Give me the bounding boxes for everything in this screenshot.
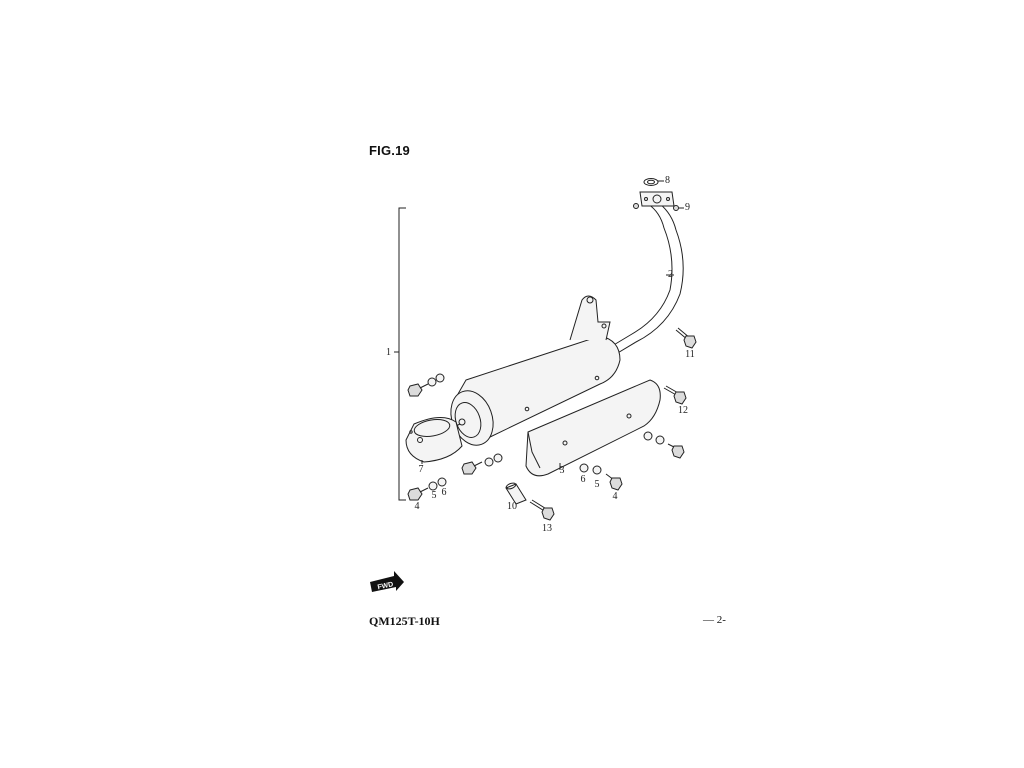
hardware-set-shield-right <box>643 431 685 459</box>
bolt-12 <box>663 385 687 405</box>
callout-12: 12 <box>678 405 688 416</box>
fwd-label: FWD <box>377 581 394 591</box>
callout-1: 1 <box>386 347 391 358</box>
callout-6-right: 6 <box>580 474 586 485</box>
nuts-9 <box>633 203 684 211</box>
muffler-body-1 <box>394 295 621 446</box>
callout-11: 11 <box>685 349 695 360</box>
hardware-set-shield-lower <box>579 463 623 491</box>
heat-shield-3 <box>525 379 661 477</box>
end-cap-7 <box>405 417 463 464</box>
exhaust-pipe-2 <box>611 191 684 355</box>
gasket-8 <box>643 178 664 186</box>
bolt-11 <box>675 327 697 349</box>
hardware-set-upper-left <box>407 373 445 397</box>
figure-title: FIG.19 <box>369 143 410 158</box>
callout-8: 8 <box>665 175 670 186</box>
callout-5-left: 5 <box>431 490 437 501</box>
callout-10: 10 <box>507 501 517 512</box>
callout-6-left: 6 <box>441 487 447 498</box>
callout-4-left: 4 <box>414 501 420 512</box>
callout-7: 7 <box>418 464 424 475</box>
page-number: — 2- <box>703 614 726 626</box>
callout-4-right: 4 <box>612 491 618 502</box>
callout-3: 3 <box>559 465 565 476</box>
callout-5-right: 5 <box>594 479 600 490</box>
callout-13: 13 <box>542 523 552 534</box>
model-number: QM125T-10H <box>369 614 440 628</box>
callout-9: 9 <box>685 202 690 213</box>
assembly-bracket <box>397 207 406 501</box>
callout-2: 2 <box>668 269 673 280</box>
hardware-set-lower-left <box>407 477 447 501</box>
bolt-13 <box>529 499 555 521</box>
spacer-10 <box>505 482 527 505</box>
forward-arrow-icon: FWD <box>370 571 404 592</box>
hardware-set-middle <box>461 453 503 475</box>
